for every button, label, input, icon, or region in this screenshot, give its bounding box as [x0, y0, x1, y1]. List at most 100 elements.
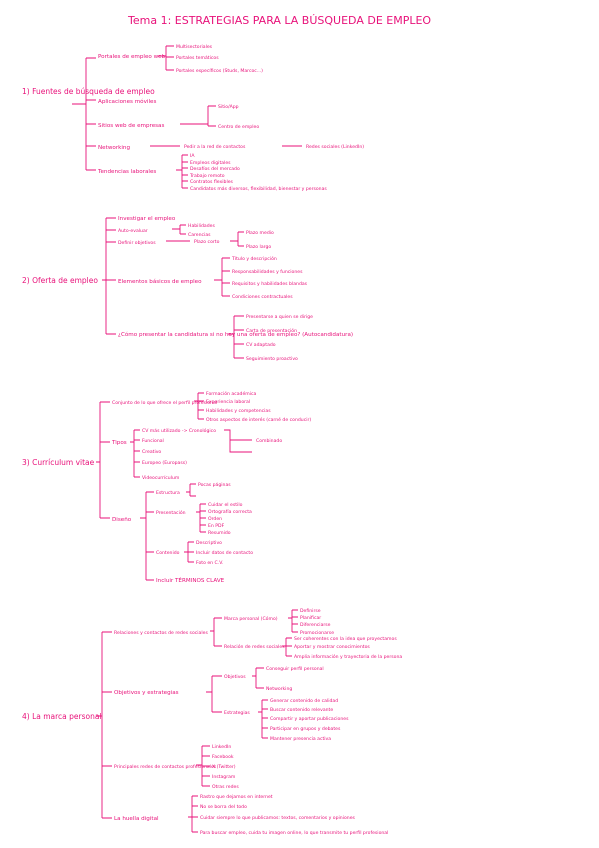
- s1-b2-i0: Sitio/App: [218, 104, 239, 110]
- s3-b1-label: Tipos: [111, 440, 127, 446]
- s2-b4-i2: CV adaptado: [246, 342, 276, 348]
- s1-b4-i2: Desafíos del mercado: [190, 165, 240, 172]
- s4-b1-i8: Mantener presencia activa: [270, 736, 331, 742]
- s1-b4-i5: Candidatos más diversos, flexibilidad, b…: [190, 185, 327, 192]
- s1-b3-i1: Redes sociales (LinkedIn): [306, 144, 364, 150]
- s2-b1-label: Auto-evaluar: [118, 228, 148, 234]
- s4-b0-i4: Promocionarse: [300, 630, 334, 636]
- s3-b2-label: Diseño: [112, 517, 132, 523]
- s4-b1-i6: Compartir y aportar publicaciones: [270, 716, 349, 722]
- s2-b1-i0: Habilidades: [188, 223, 215, 229]
- s3-b0-i0: Formación académica: [206, 390, 257, 397]
- s2-b4-i1: Carta de presentación: [246, 327, 297, 334]
- s2-b2-label: Definir objetivos: [118, 240, 156, 246]
- page-title: Tema 1: ESTRATEGIAS PARA LA BÚSQUEDA DE …: [127, 14, 431, 27]
- s3-b0-i3: Otros aspectos de interés (carné de cond…: [206, 416, 311, 423]
- s4-b2-i0: LinkedIn: [212, 744, 231, 750]
- s1-b4-i3: Trabajo remoto: [189, 173, 225, 179]
- s2-b3-i2: Requisitos y habilidades blandas: [232, 281, 308, 287]
- s2-b4-i3: Seguimiento proactivo: [246, 356, 298, 362]
- s3-b0-i1: Experiencia laboral: [206, 399, 250, 405]
- s3-b2-i6: En PDF: [208, 523, 225, 529]
- s4-b0-label: Relaciones y contactos de redes sociales: [114, 630, 208, 636]
- s2-b4-i0: Presentarse a quien se dirige: [246, 314, 313, 320]
- s1-b0-i2: Portales específicos (Studs, Marcoc...): [176, 67, 263, 74]
- s4-b2-label: Principales redes de contactos profesion…: [114, 764, 217, 770]
- s3-b2-i12: Incluir TÉRMINOS CLAVE: [156, 576, 225, 584]
- s4-b0-i2: Planificar: [300, 615, 321, 621]
- s3-b2-i4: Ortografía correcta: [208, 508, 252, 515]
- s1-b3-label: Networking: [98, 145, 130, 151]
- s1-b3-i0: Pedir a la red de contactos: [184, 144, 246, 150]
- s2-b2-i0: Plazo corto: [194, 239, 220, 245]
- s3-b2-i8: Contenido: [156, 550, 180, 556]
- s4-b3-i1: No se borra del todo: [200, 804, 247, 810]
- s3-b0-label: Conjunto de lo que ofrece el perfil prof…: [112, 400, 217, 406]
- s3-b1-i2: Creativo: [142, 449, 161, 455]
- s4-b1-i3: Estrategias: [224, 710, 250, 716]
- s4-b2-i4: Otras redes: [212, 784, 239, 790]
- s1-b4-label: Tendencias laborales: [97, 169, 156, 175]
- s3-b1-i0: CV más utilizado -> Cronológico: [142, 427, 216, 434]
- s3-b2-i0: Estructura: [156, 490, 180, 496]
- s4-b1-i5: Buscar contenido relevante: [270, 707, 333, 713]
- s2-b4-label: ¿Cómo presentar la candidatura si no hay…: [118, 331, 353, 338]
- s3-b1-i4: Videocurrículum: [142, 474, 180, 481]
- s1-b0-i0: Multisectoriales: [176, 44, 213, 50]
- s2-b3-label: Elementos básicos de empleo: [118, 278, 202, 285]
- s4-b1-i7: Participar en grupos y debates: [270, 726, 341, 732]
- s2-b1-i1: Carencias: [188, 232, 211, 238]
- s3-b2-i10: Incluir datos de contacto: [196, 550, 253, 556]
- s3-b2-i1: Pocas páginas: [198, 481, 231, 488]
- section-2-label: 2) Oferta de empleo: [22, 276, 98, 285]
- s4-b0-i5: Relación de redes sociales: [224, 643, 285, 650]
- section-3: 3) Currículum vitae Conjunto de lo que o…: [22, 390, 311, 584]
- s1-b4-i0: IA: [190, 153, 195, 159]
- s3-b2-i11: Foto en C.V.: [196, 560, 223, 566]
- s2-b2-i1: Plazo medio: [246, 230, 274, 236]
- s3-b2-i5: Orden: [208, 516, 222, 522]
- s4-b1-i4: Generar contenido de calidad: [270, 698, 338, 704]
- s4-b0-i6: Ser coherentes con la idea que proyectam…: [294, 636, 397, 642]
- s3-b2-i9: Descriptivo: [196, 540, 222, 546]
- section-4-label: 4) La marca personal: [22, 712, 102, 721]
- s4-b1-i1: Conseguir perfil personal: [266, 666, 324, 672]
- s1-b0-label: Portales de empleo web: [98, 54, 166, 60]
- s4-b0-i0: Marca personal (Cómo): [224, 615, 278, 622]
- s2-b3-i3: Condiciones contractuales: [232, 294, 293, 300]
- s3-b0-i2: Habilidades y competencias: [206, 408, 271, 414]
- s3-b2-i3: Cuidar el estilo: [208, 502, 243, 508]
- s4-b2-i2: X (Twitter): [212, 764, 236, 770]
- section-4: 4) La marca personal Relaciones y contac…: [22, 608, 402, 836]
- s4-b2-i1: Facebook: [212, 754, 234, 760]
- s3-b2-i2: Presentación: [156, 509, 186, 516]
- s1-b4-i1: Empleos digitales: [190, 160, 231, 166]
- s1-b4-i4: Contratos flexibles: [190, 179, 234, 185]
- s2-b3-i1: Responsabilidades y funciones: [232, 269, 303, 275]
- s3-b1-i5: Combinado: [256, 438, 282, 444]
- s4-b2-i3: Instagram: [212, 774, 236, 780]
- section-1: 1) Fuentes de búsqueda de empleo Portale…: [22, 44, 364, 192]
- s3-b1-i1: Funcional: [142, 438, 164, 444]
- s4-b0-i8: Amplia información y trayectoria de la p…: [294, 653, 402, 660]
- s4-b0-i3: Diferenciarse: [300, 622, 331, 628]
- s4-b3-i3: Para buscar empleo, cuida tu imagen onli…: [200, 830, 388, 836]
- s3-b2-i7: Resumido: [208, 530, 231, 536]
- s4-b1-i2: Networking: [266, 686, 292, 692]
- s4-b3-label: La huella digital: [114, 816, 159, 822]
- section-1-label: 1) Fuentes de búsqueda de empleo: [22, 87, 155, 96]
- s2-b3-i0: Título y descripción: [231, 255, 277, 262]
- section-2: 2) Oferta de empleo Investigar el empleo…: [22, 216, 353, 362]
- s2-b2-i2: Plazo largo: [246, 244, 271, 250]
- s2-b0-label: Investigar el empleo: [118, 216, 176, 222]
- s1-b2-label: Sitios web de empresas: [98, 123, 164, 129]
- s4-b0-i7: Aportar y mostrar conocimientos: [294, 644, 370, 650]
- section-3-label: 3) Currículum vitae: [22, 458, 95, 467]
- s1-b0-i1: Portales temáticos: [176, 54, 219, 61]
- s4-b1-label: Objetivos y estrategias: [114, 690, 179, 696]
- s4-b3-i2: Cuidar siempre lo que publicamos: textos…: [200, 815, 356, 821]
- s1-b1-label: Aplicaciones móviles: [98, 98, 156, 105]
- s1-b2-i1: Centro de empleo: [218, 124, 259, 130]
- s3-b1-i3: Europeo (Europass): [142, 460, 187, 466]
